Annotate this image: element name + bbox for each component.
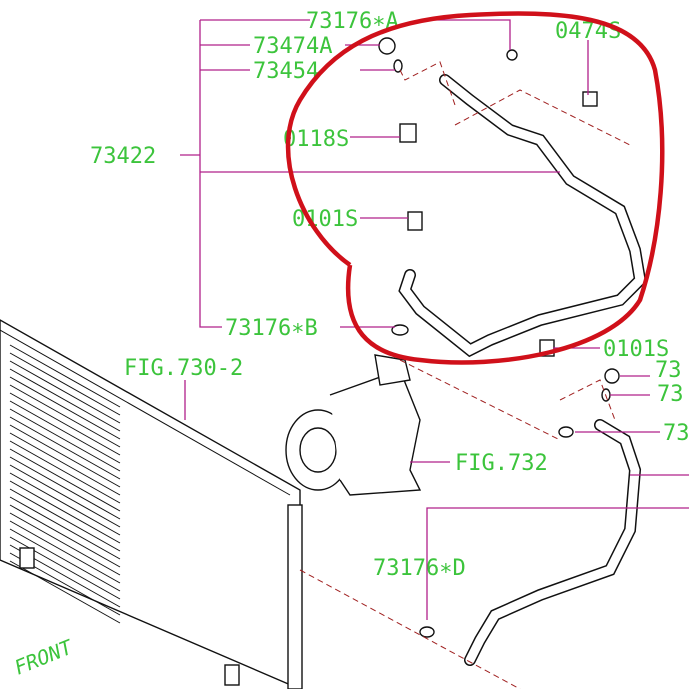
label-73-2: 73: [657, 382, 684, 407]
condenser-fin: [9, 400, 121, 464]
condenser-fin: [9, 344, 121, 408]
condenser-fin: [9, 464, 121, 528]
condenser-fin: [9, 360, 121, 424]
label-fig-732: FIG.732: [455, 451, 548, 476]
label-fig-730-2: FIG.730-2: [124, 356, 243, 381]
condenser-fin: [9, 456, 121, 520]
condenser-fin: [9, 392, 121, 456]
label-0101s-lower: 0101S: [603, 337, 669, 362]
condenser-fin: [9, 408, 121, 472]
condenser-fin: [9, 488, 121, 552]
condenser-fin: [9, 424, 121, 488]
condenser-fin: [9, 512, 121, 576]
label-0118s: 0118S: [283, 127, 349, 152]
compressor: [285, 354, 422, 496]
condenser-fin: [9, 416, 121, 480]
label-73-1: 73: [655, 358, 682, 383]
condenser-fin: [9, 528, 121, 592]
condenser-fin: [9, 480, 121, 544]
cap-part: [378, 37, 396, 55]
condenser-fin: [9, 448, 121, 512]
condenser-fin: [9, 368, 121, 432]
condenser-fin: [9, 496, 121, 560]
hose-lower: [464, 419, 642, 666]
condenser-fin: [9, 472, 121, 536]
highlight-circle: [285, 11, 665, 365]
label-73474a: 73474A: [253, 34, 332, 59]
condenser-fin: [9, 432, 121, 496]
condenser-fin: [9, 352, 121, 416]
condenser-fin: [9, 560, 121, 624]
condenser-fin: [9, 384, 121, 448]
condenser-fin: [9, 440, 121, 504]
label-73176-d: 73176∗D: [373, 556, 466, 581]
label-73454: 73454: [253, 59, 319, 84]
label-73-3: 73: [663, 421, 689, 446]
label-73176-b: 73176∗B: [225, 316, 318, 341]
condenser-fin: [9, 376, 121, 440]
label-front: FRONT: [11, 634, 78, 680]
label-73422: 73422: [90, 144, 156, 169]
condenser-fin: [9, 520, 121, 584]
condenser-fin: [9, 504, 121, 568]
hose-upper: [398, 74, 647, 358]
label-0474s: 0474S: [555, 19, 621, 44]
condenser: [0, 319, 303, 689]
